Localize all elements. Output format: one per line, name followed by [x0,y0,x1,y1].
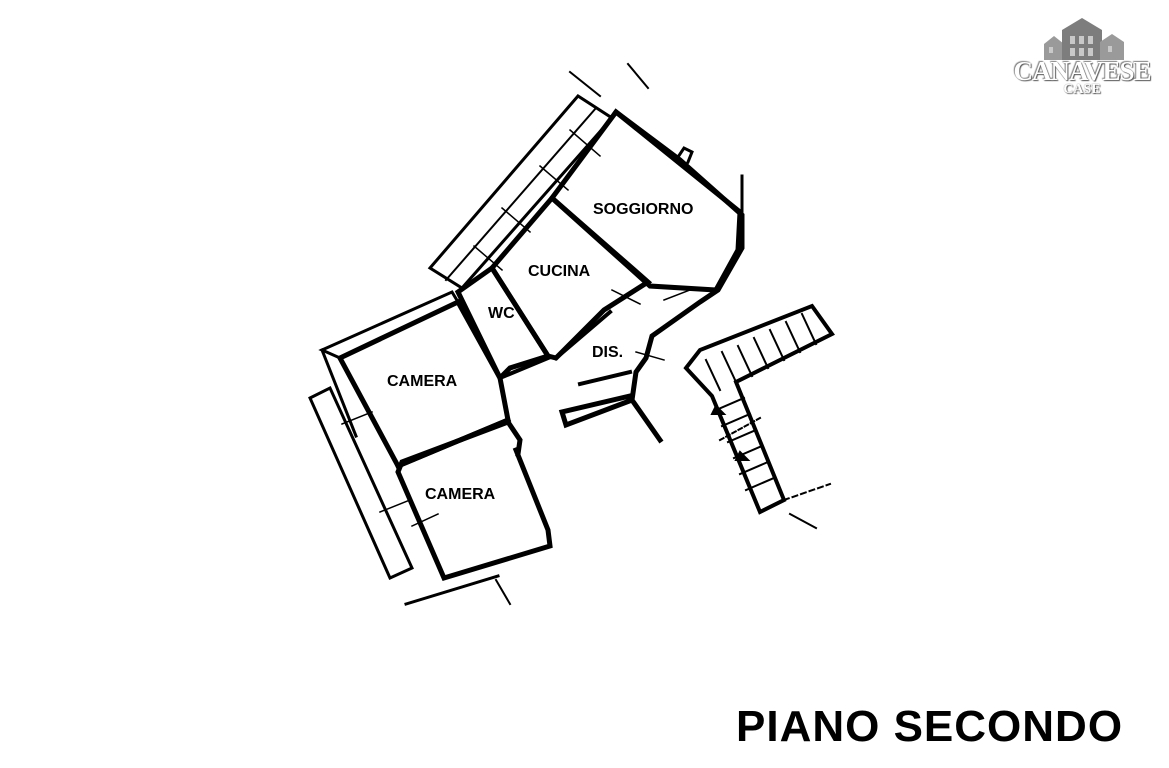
staircase [683,303,835,530]
partition-camera [394,416,512,470]
partition-dis [497,309,633,387]
room-soggiorno [548,108,743,293]
balcony-west-upper [318,290,461,360]
label-cucina: CUCINA [528,263,591,280]
logo-name: CANAVESE [1013,56,1151,86]
floor-title: PIANO SECONDO [736,702,1124,751]
houses-icon [1044,18,1124,60]
logo-sub: CASE [1063,82,1101,97]
balcony-west-lower [308,385,414,580]
label-soggiorno: SOGGIORNO [593,201,693,218]
label-camera-1: CAMERA [387,373,458,390]
window-marks [341,128,691,527]
label-camera-2: CAMERA [425,486,496,503]
label-wc: WC [488,305,515,322]
label-dis: DIS. [592,344,623,361]
room-camera-1 [336,298,511,470]
room-wc [454,264,552,383]
canavese-case-logo: CANAVESE CASE [1004,14,1160,100]
outer-wall-lower [395,418,553,582]
balcony-north [427,94,615,290]
